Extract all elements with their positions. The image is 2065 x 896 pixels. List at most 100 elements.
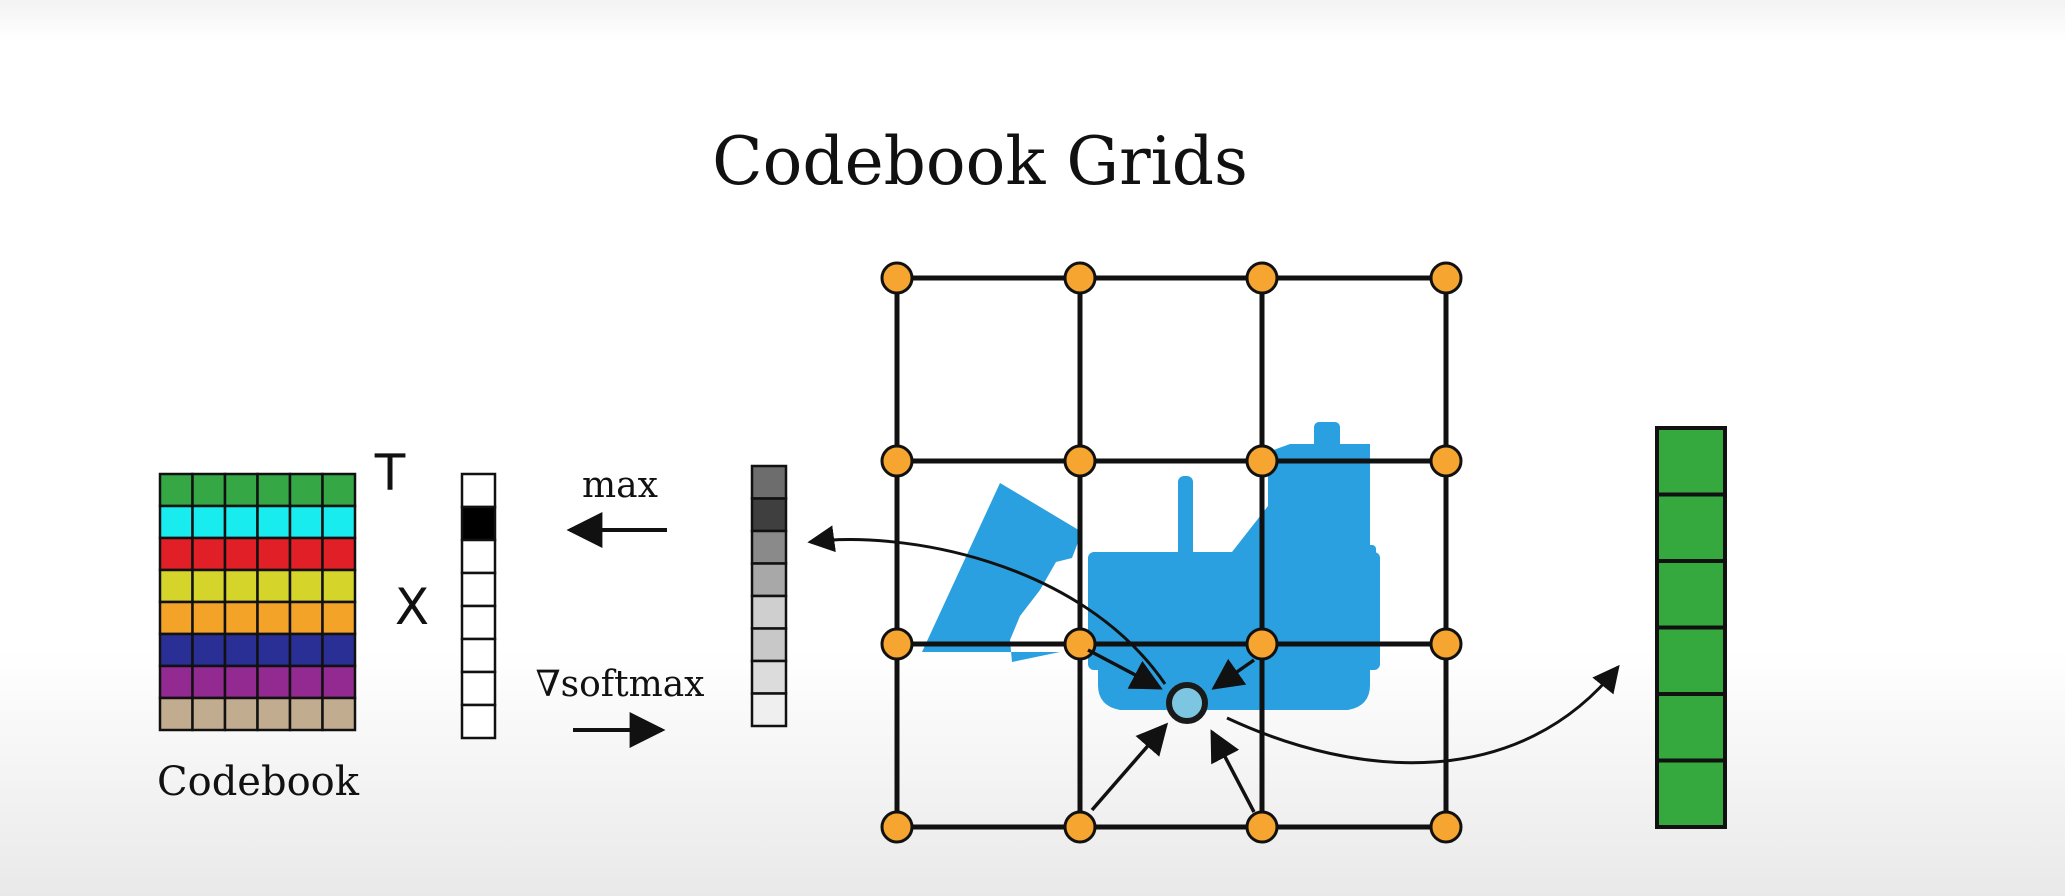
codebook-cell (223, 632, 259, 668)
codebook-cell (256, 696, 292, 732)
codebook-cell (191, 632, 227, 668)
grid-vertex (1063, 810, 1097, 844)
grid-vertex (880, 261, 914, 295)
one-hot-vector (460, 472, 497, 740)
score-cell (750, 464, 788, 500)
max-label: max (582, 465, 658, 506)
codebook-cell (223, 472, 259, 508)
codebook-cell (223, 504, 259, 540)
codebook-cell (288, 536, 324, 572)
bulldozer-cab-top (1314, 422, 1340, 454)
codebook-cell (223, 600, 259, 636)
codebook-cell (256, 632, 292, 668)
one-hot-cell (460, 472, 497, 509)
codebook-cell (256, 600, 292, 636)
interp-arrow-lower-right (1210, 729, 1256, 813)
output-feature-cell (1655, 559, 1727, 630)
score-cell (750, 627, 788, 663)
output-feature-cell (1655, 426, 1727, 497)
codebook-cell (191, 504, 227, 540)
output-curve-arrow (1226, 664, 1620, 765)
codebook-cell (223, 664, 259, 700)
output-feature-cell (1655, 692, 1727, 763)
grid-vertex (1429, 261, 1463, 295)
codebook-cell (191, 696, 227, 732)
codebook-cell (223, 696, 259, 732)
grid-vertex (1245, 444, 1279, 478)
codebook-cell (288, 472, 324, 508)
grid-vertex (1063, 444, 1097, 478)
score-cell (750, 692, 788, 728)
output-feature-cell (1655, 492, 1727, 563)
bulldozer-blade (922, 483, 1082, 662)
codebook-cell (158, 664, 194, 700)
codebook-cell (321, 472, 357, 508)
output-feature-cell (1655, 625, 1727, 696)
grid-vertex (1245, 627, 1279, 661)
codebook-cell (321, 664, 357, 700)
codebook-cell (288, 568, 324, 604)
score-cell (750, 497, 788, 533)
grid-vertex (880, 810, 914, 844)
one-hot-cell (460, 637, 497, 674)
score-cell (750, 594, 788, 630)
one-hot-cell (460, 670, 497, 707)
codebook-cell (158, 600, 194, 636)
bulldozer-exhaust (1178, 476, 1193, 566)
interp-arrow-upper-right (1211, 658, 1256, 690)
interp-arrow-upper-left (1087, 648, 1163, 690)
one-hot-cell (460, 703, 497, 740)
grid-vertex (1063, 627, 1097, 661)
grid-vertex (880, 627, 914, 661)
codebook-cell (191, 664, 227, 700)
codebook-cell (191, 568, 227, 604)
codebook-cell (191, 472, 227, 508)
one-hot-cell (460, 538, 497, 575)
codebook-cell (158, 632, 194, 668)
grid-vertex (1245, 810, 1279, 844)
codebook-cell (158, 696, 194, 732)
codebook-cell (321, 568, 357, 604)
codebook-cell (256, 568, 292, 604)
grid-lines (880, 261, 1463, 844)
codebook-cell (321, 696, 357, 732)
one-hot-cell (460, 571, 497, 608)
lookup-curve-arrow (807, 525, 1167, 685)
score-cell (750, 659, 788, 695)
codebook-cell (256, 504, 292, 540)
codebook-cell (321, 600, 357, 636)
sample-point (1166, 682, 1208, 724)
codebook-matrix (158, 472, 357, 732)
one-hot-cell (460, 505, 497, 542)
codebook-cell (256, 472, 292, 508)
codebook-cell (158, 472, 194, 508)
codebook-cell (256, 536, 292, 572)
codebook-cell (288, 600, 324, 636)
grid-vertex (1429, 627, 1463, 661)
grid-vertex (1063, 261, 1097, 295)
codebook-cell (158, 536, 194, 572)
slide-title: Codebook Grids (712, 123, 1248, 200)
codebook-cell (191, 536, 227, 572)
codebook-cell (223, 536, 259, 572)
codebook-cell (158, 568, 194, 604)
score-cell (750, 529, 788, 565)
multiply-symbol: X (395, 578, 429, 636)
softmax-label: ∇softmax (536, 664, 705, 705)
codebook-cell (223, 568, 259, 604)
interp-arrow-lower-left (1090, 722, 1169, 812)
bulldozer-cab (1282, 446, 1370, 552)
output-feature-vector (1655, 426, 1727, 829)
codebook-cell (158, 504, 194, 540)
codebook-cell (288, 664, 324, 700)
bulldozer-rear (1360, 545, 1376, 625)
codebook-cell (321, 536, 357, 572)
one-hot-cell (460, 604, 497, 641)
codebook-cell (256, 664, 292, 700)
grid-vertex (1245, 261, 1279, 295)
score-vector (750, 464, 788, 728)
grid-vertex (1429, 810, 1463, 844)
grid-vertex (880, 444, 914, 478)
